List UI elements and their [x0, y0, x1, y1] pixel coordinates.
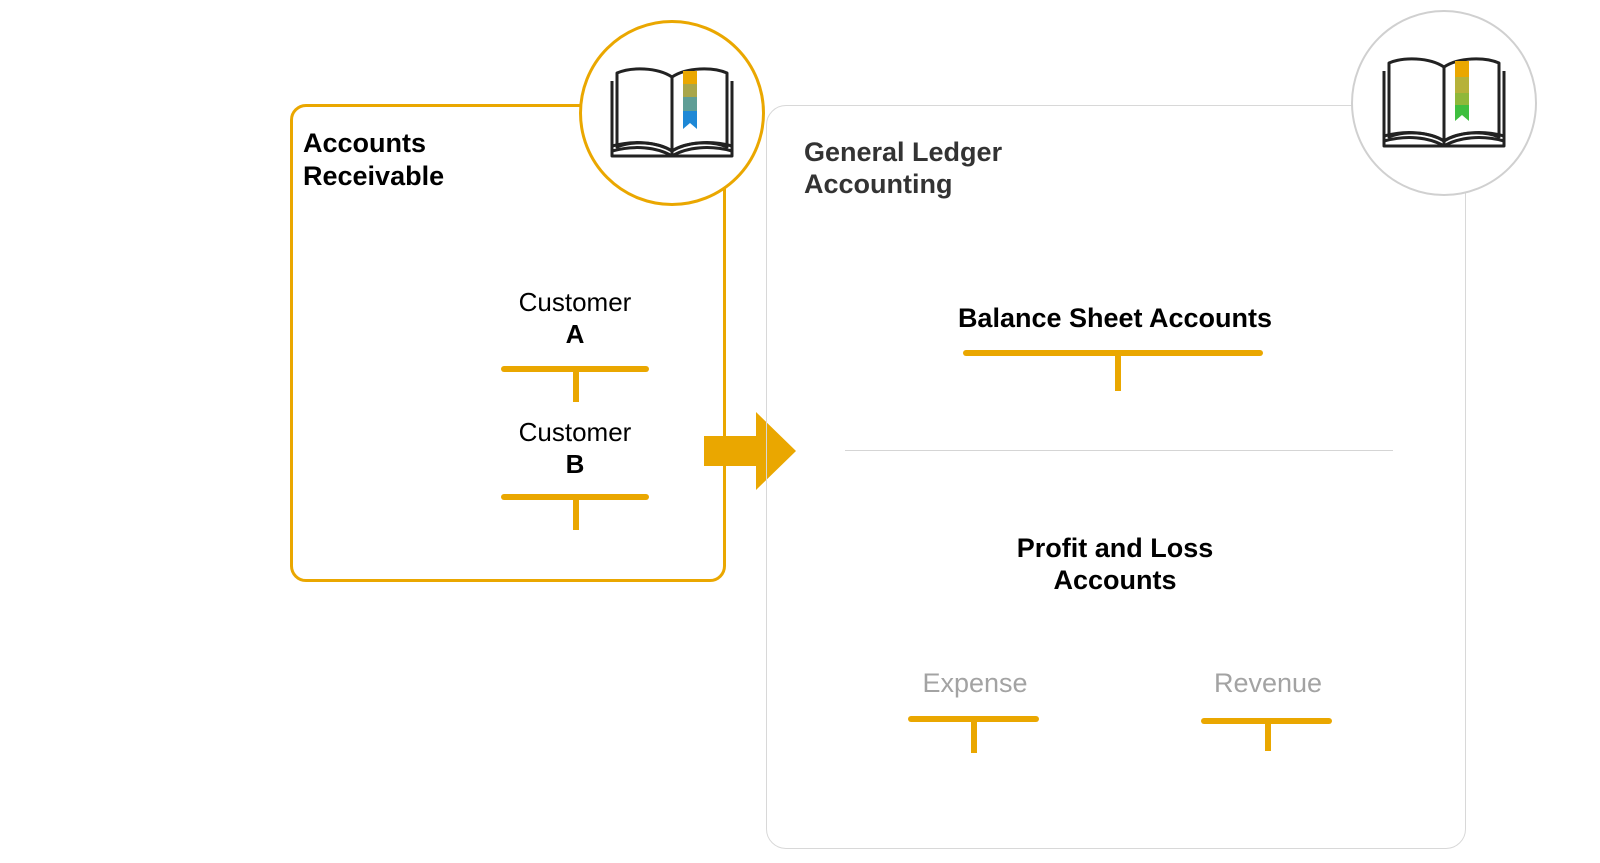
- customer-b-label: Customer B: [518, 417, 632, 479]
- revenue-label: Revenue: [1213, 668, 1323, 698]
- customer-a-label: Customer A: [518, 287, 632, 349]
- arrow-right-icon: [704, 412, 796, 490]
- accounts-receivable-book-badge: [579, 20, 765, 206]
- customer-b-t-account-stem: [573, 494, 579, 530]
- expense-t-account-stem: [971, 716, 977, 753]
- book-icon: [610, 67, 734, 158]
- customer-a-t-account-stem: [573, 366, 579, 402]
- general-ledger-title: General Ledger Accounting: [804, 137, 1003, 199]
- section-divider: [845, 450, 1393, 451]
- balance-sheet-t-account-stem: [1115, 350, 1121, 391]
- balance-sheet-t-account-top: [963, 350, 1263, 356]
- book-icon: [1382, 57, 1506, 148]
- expense-label: Expense: [922, 668, 1028, 698]
- balance-sheet-accounts-label: Balance Sheet Accounts: [957, 303, 1273, 333]
- general-ledger-book-badge: [1351, 10, 1537, 196]
- general-ledger-box: [766, 105, 1466, 849]
- accounts-receivable-title: Accounts Receivable: [303, 128, 445, 191]
- accounts-receivable-box: [290, 104, 726, 582]
- profit-and-loss-accounts-label: Profit and Loss Accounts: [1016, 533, 1214, 595]
- revenue-t-account-stem: [1265, 718, 1271, 751]
